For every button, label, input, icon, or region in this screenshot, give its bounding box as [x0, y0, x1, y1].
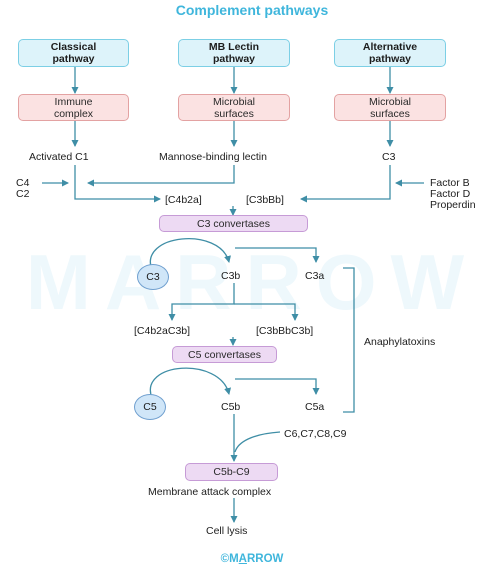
c2-input-label: C2: [16, 188, 30, 200]
mac-box-label: C5b-C9: [213, 466, 250, 478]
watermark: MARROW: [25, 238, 479, 326]
path-to-c5a: [235, 378, 320, 395]
classical-pathway-label: Classical pathway: [50, 41, 97, 65]
c5-substrate-label: C5: [143, 401, 157, 413]
lectin-microbial-surfaces-label: Microbial surfaces: [212, 95, 255, 120]
factor-b-label: Factor B: [430, 177, 470, 189]
path-lectin-merge: [87, 165, 235, 187]
path-c3b-to-c5-convertases: [168, 283, 235, 321]
arc-c5-cleavage: [149, 367, 232, 399]
lectin-pathway-label: MB Lectin pathway: [208, 41, 260, 65]
path-to-c3a: [235, 247, 320, 263]
c3bbbc3b-label: [C3bBbC3b]: [256, 325, 314, 337]
footer-brand: ©MARROW: [0, 553, 504, 565]
anaphylatoxins-bracket: [343, 267, 355, 413]
footer-brand-underlined: A: [238, 553, 247, 565]
footer-brand-first: M: [229, 553, 239, 565]
alternative-pathway-box: Alternative pathway: [334, 39, 446, 67]
c5a-label: C5a: [305, 401, 325, 413]
diagram-title: Complement pathways: [175, 2, 329, 18]
c3bbb-label: [C3bBb]: [246, 194, 284, 206]
c5-convertases-label: C5 convertases: [188, 348, 261, 361]
c5-substrate-node: C5: [134, 394, 166, 420]
anaphylatoxins-label: Anaphylatoxins: [364, 336, 436, 348]
path-c3b-to-c3bbbc3b: [234, 303, 299, 321]
classical-pathway-box: Classical pathway: [18, 39, 129, 67]
factor-d-label: Factor D: [430, 188, 471, 200]
cell-lysis-label: Cell lysis: [206, 525, 248, 537]
immune-complex-label: Immune complex: [53, 95, 94, 120]
c3b-label: C3b: [221, 270, 241, 282]
footer-brand-rest: RROW: [246, 553, 284, 565]
c3a-label: C3a: [305, 270, 325, 282]
c4b2ac3b-label: [C4b2aC3b]: [134, 325, 191, 337]
mannose-binding-lectin-label: Mannose-binding lectin: [159, 151, 267, 163]
immune-complex-box: Immune complex: [18, 94, 129, 121]
c4b2a-label: [C4b2a]: [165, 194, 202, 206]
late-components-label: C6,C7,C8,C9: [284, 428, 347, 440]
c3-convertases-label: C3 convertases: [197, 217, 270, 230]
path-classical-to-c4b2a: [74, 165, 161, 203]
c3-substrate-node: C3: [137, 264, 169, 290]
arrow-late-components: [234, 431, 281, 453]
c5b-label: C5b: [221, 401, 241, 413]
path-alternative-to-c3bbb: [300, 165, 391, 203]
lectin-pathway-box: MB Lectin pathway: [178, 39, 290, 67]
alternative-microbial-surfaces-label: Microbial surfaces: [368, 95, 411, 120]
mac-box: C5b-C9: [185, 463, 278, 481]
membrane-attack-complex-label: Membrane attack complex: [148, 486, 272, 498]
lectin-microbial-surfaces-box: Microbial surfaces: [178, 94, 290, 121]
c4-input-label: C4: [16, 177, 30, 189]
c3-substrate-label: C3: [146, 271, 160, 283]
alternative-microbial-surfaces-box: Microbial surfaces: [334, 94, 446, 121]
footer-copyright-symbol: ©: [220, 553, 230, 565]
c5-convertases-box: C5 convertases: [172, 346, 277, 363]
alternative-pathway-label: Alternative pathway: [362, 41, 418, 65]
c3-convertases-box: C3 convertases: [159, 215, 308, 232]
activated-c1-label: Activated C1: [29, 151, 89, 163]
properdin-label: Properdin: [430, 199, 476, 211]
arc-c3-cleavage: [149, 238, 231, 271]
alternative-c3-label: C3: [382, 151, 396, 163]
